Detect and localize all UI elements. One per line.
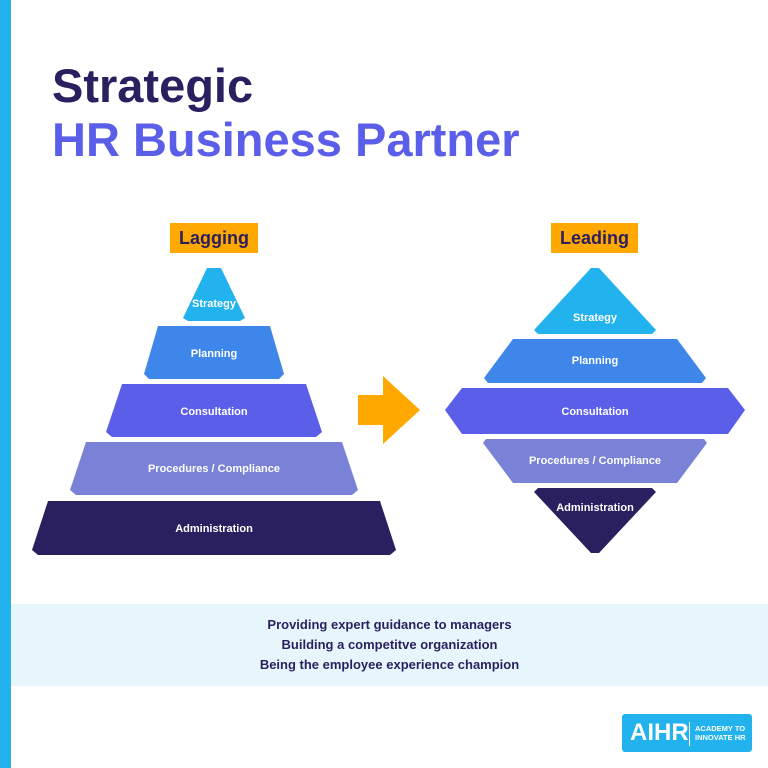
lagging-strategy-layer xyxy=(183,268,245,321)
key-points-band: Providing expert guidance to managers Bu… xyxy=(11,604,768,686)
leading-planning-layer xyxy=(484,339,706,383)
leading-diamond: Strategy Planning Consultation Procedure… xyxy=(445,268,745,553)
aihr-logo: AIHR ACADEMY TO INNOVATE HR xyxy=(622,714,752,752)
lagging-procedures-layer xyxy=(70,442,358,495)
key-point-1: Providing expert guidance to managers xyxy=(267,617,512,632)
leading-consultation-label: Consultation xyxy=(561,406,628,418)
lagging-strategy-label: Strategy xyxy=(192,298,237,310)
lagging-administration-layer xyxy=(32,501,396,555)
leading-procedures-label: Procedures / Compliance xyxy=(529,455,661,467)
key-point-3: Being the employee experience champion xyxy=(259,657,520,672)
logo-subtitle-line-1: ACADEMY TO xyxy=(695,724,746,733)
logo-divider xyxy=(689,722,690,746)
title-line-2: HR Business Partner xyxy=(52,113,520,166)
logo-subtitle-line-2: INNOVATE HR xyxy=(695,733,746,742)
arrow-right-icon xyxy=(358,376,420,444)
lagging-procedures-label: Procedures / Compliance xyxy=(148,463,280,475)
key-point-2: Building a competitve organization xyxy=(281,637,498,652)
lagging-planning-label: Planning xyxy=(191,348,237,360)
leading-strategy-layer xyxy=(534,268,656,334)
leading-administration-layer xyxy=(534,488,656,553)
logo-brand: AIHR xyxy=(630,719,689,746)
left-accent-bar xyxy=(0,0,11,768)
leading-label: Leading xyxy=(551,223,638,253)
leading-planning-label: Planning xyxy=(572,355,618,367)
lagging-planning-layer xyxy=(144,326,284,379)
leading-administration-label: Administration xyxy=(556,502,634,514)
lagging-consultation-layer xyxy=(106,384,322,437)
lagging-pyramid: Strategy Planning Consultation Procedure… xyxy=(32,268,396,555)
leading-procedures-layer xyxy=(483,439,707,483)
leading-strategy-label: Strategy xyxy=(573,312,618,324)
lagging-consultation-label: Consultation xyxy=(180,406,247,418)
lagging-label: Lagging xyxy=(170,223,258,253)
title-line-1: Strategic xyxy=(52,59,254,112)
lagging-administration-label: Administration xyxy=(175,523,253,535)
logo-subtitle: ACADEMY TO INNOVATE HR xyxy=(695,724,746,742)
leading-consultation-layer xyxy=(445,388,745,434)
